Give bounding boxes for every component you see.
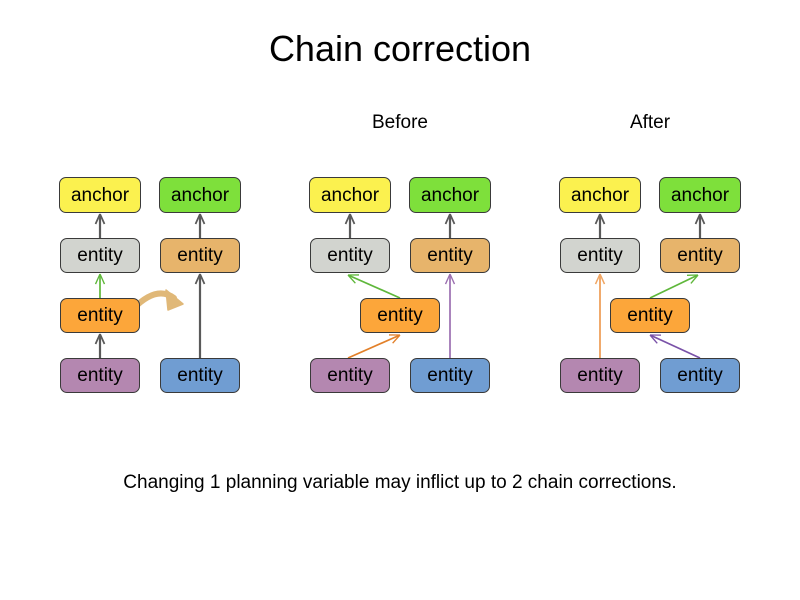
initial-entity-orange[interactable]: entity (60, 298, 140, 333)
wire-grey-tanentity-to-greenanchor (694, 213, 706, 238)
after-entity-purple[interactable]: entity (560, 358, 640, 393)
after-entity-tan-label: entity (677, 245, 723, 266)
move-arrow (130, 289, 184, 312)
initial-entity-purple[interactable]: entity (60, 358, 140, 393)
initial-anchor-yellow[interactable]: anchor (59, 177, 141, 213)
before-entity-grey[interactable]: entity (310, 238, 390, 273)
after-entity-blue-label: entity (677, 365, 723, 386)
initial-entity-grey-label: entity (77, 245, 123, 266)
wire-grey-blueentity-to-tanentity (194, 273, 206, 358)
phase-label-after: After (629, 112, 671, 133)
initial-entity-grey[interactable]: entity (60, 238, 140, 273)
after-anchor-yellow[interactable]: anchor (559, 177, 641, 213)
wire-grey-greyentity-to-yellowanchor (594, 213, 606, 238)
initial-entity-blue[interactable]: entity (160, 358, 240, 393)
wire-grey-tanentity-to-greenanchor (194, 213, 206, 238)
wire-green-orangeentity-to-tanentity (649, 274, 699, 299)
wire-grey-tanentity-to-greenanchor (444, 213, 456, 238)
before-entity-orange-label: entity (377, 305, 423, 326)
after-entity-tan[interactable]: entity (660, 238, 740, 273)
after-entity-purple-label: entity (577, 365, 623, 386)
initial-entity-blue-label: entity (177, 365, 223, 386)
initial-entity-orange-label: entity (77, 305, 123, 326)
before-entity-tan-label: entity (427, 245, 473, 266)
wire-violet-blueentity-to-orangeentity (649, 334, 701, 359)
before-entity-grey-label: entity (327, 245, 373, 266)
initial-entity-purple-label: entity (77, 365, 123, 386)
before-anchor-green-label: anchor (420, 184, 480, 206)
initial-anchor-green-label: anchor (170, 184, 230, 206)
after-entity-orange-label: entity (627, 305, 673, 326)
after-entity-blue[interactable]: entity (660, 358, 740, 393)
before-anchor-green[interactable]: anchor (409, 177, 491, 213)
initial-anchor-yellow-label: anchor (70, 184, 130, 206)
before-entity-blue-label: entity (427, 365, 473, 386)
wire-orange-purpleentity-to-orangeentity (347, 334, 401, 359)
after-entity-orange[interactable]: entity (610, 298, 690, 333)
before-entity-blue[interactable]: entity (410, 358, 490, 393)
page-title: Chain correction (268, 28, 532, 69)
wire-green-orangeentity-to-greyentity (347, 274, 401, 299)
initial-anchor-green[interactable]: anchor (159, 177, 241, 213)
before-entity-orange[interactable]: entity (360, 298, 440, 333)
wire-lightorange-purpleentity-to-greyentity (594, 273, 606, 358)
wire-purple-blueentity-to-tanentity (444, 273, 456, 358)
wire-green-orangeentity-to-greyentity (94, 273, 106, 298)
after-anchor-green-label: anchor (670, 184, 730, 206)
before-entity-purple-label: entity (327, 365, 373, 386)
after-entity-grey-label: entity (577, 245, 623, 266)
initial-entity-tan-label: entity (177, 245, 223, 266)
before-entity-tan[interactable]: entity (410, 238, 490, 273)
after-anchor-green[interactable]: anchor (659, 177, 741, 213)
before-entity-purple[interactable]: entity (310, 358, 390, 393)
phase-label-before: Before (372, 112, 428, 133)
wire-grey-purpleentity-to-orangeentity (94, 333, 106, 358)
slide-caption: Changing 1 planning variable may inflict… (123, 472, 677, 493)
after-anchor-yellow-label: anchor (570, 184, 630, 206)
wire-grey-greyentity-to-yellowanchor (94, 213, 106, 238)
before-anchor-yellow-label: anchor (320, 184, 380, 206)
after-entity-grey[interactable]: entity (560, 238, 640, 273)
wire-grey-greyentity-to-yellowanchor (344, 213, 356, 238)
before-anchor-yellow[interactable]: anchor (309, 177, 391, 213)
initial-entity-tan[interactable]: entity (160, 238, 240, 273)
